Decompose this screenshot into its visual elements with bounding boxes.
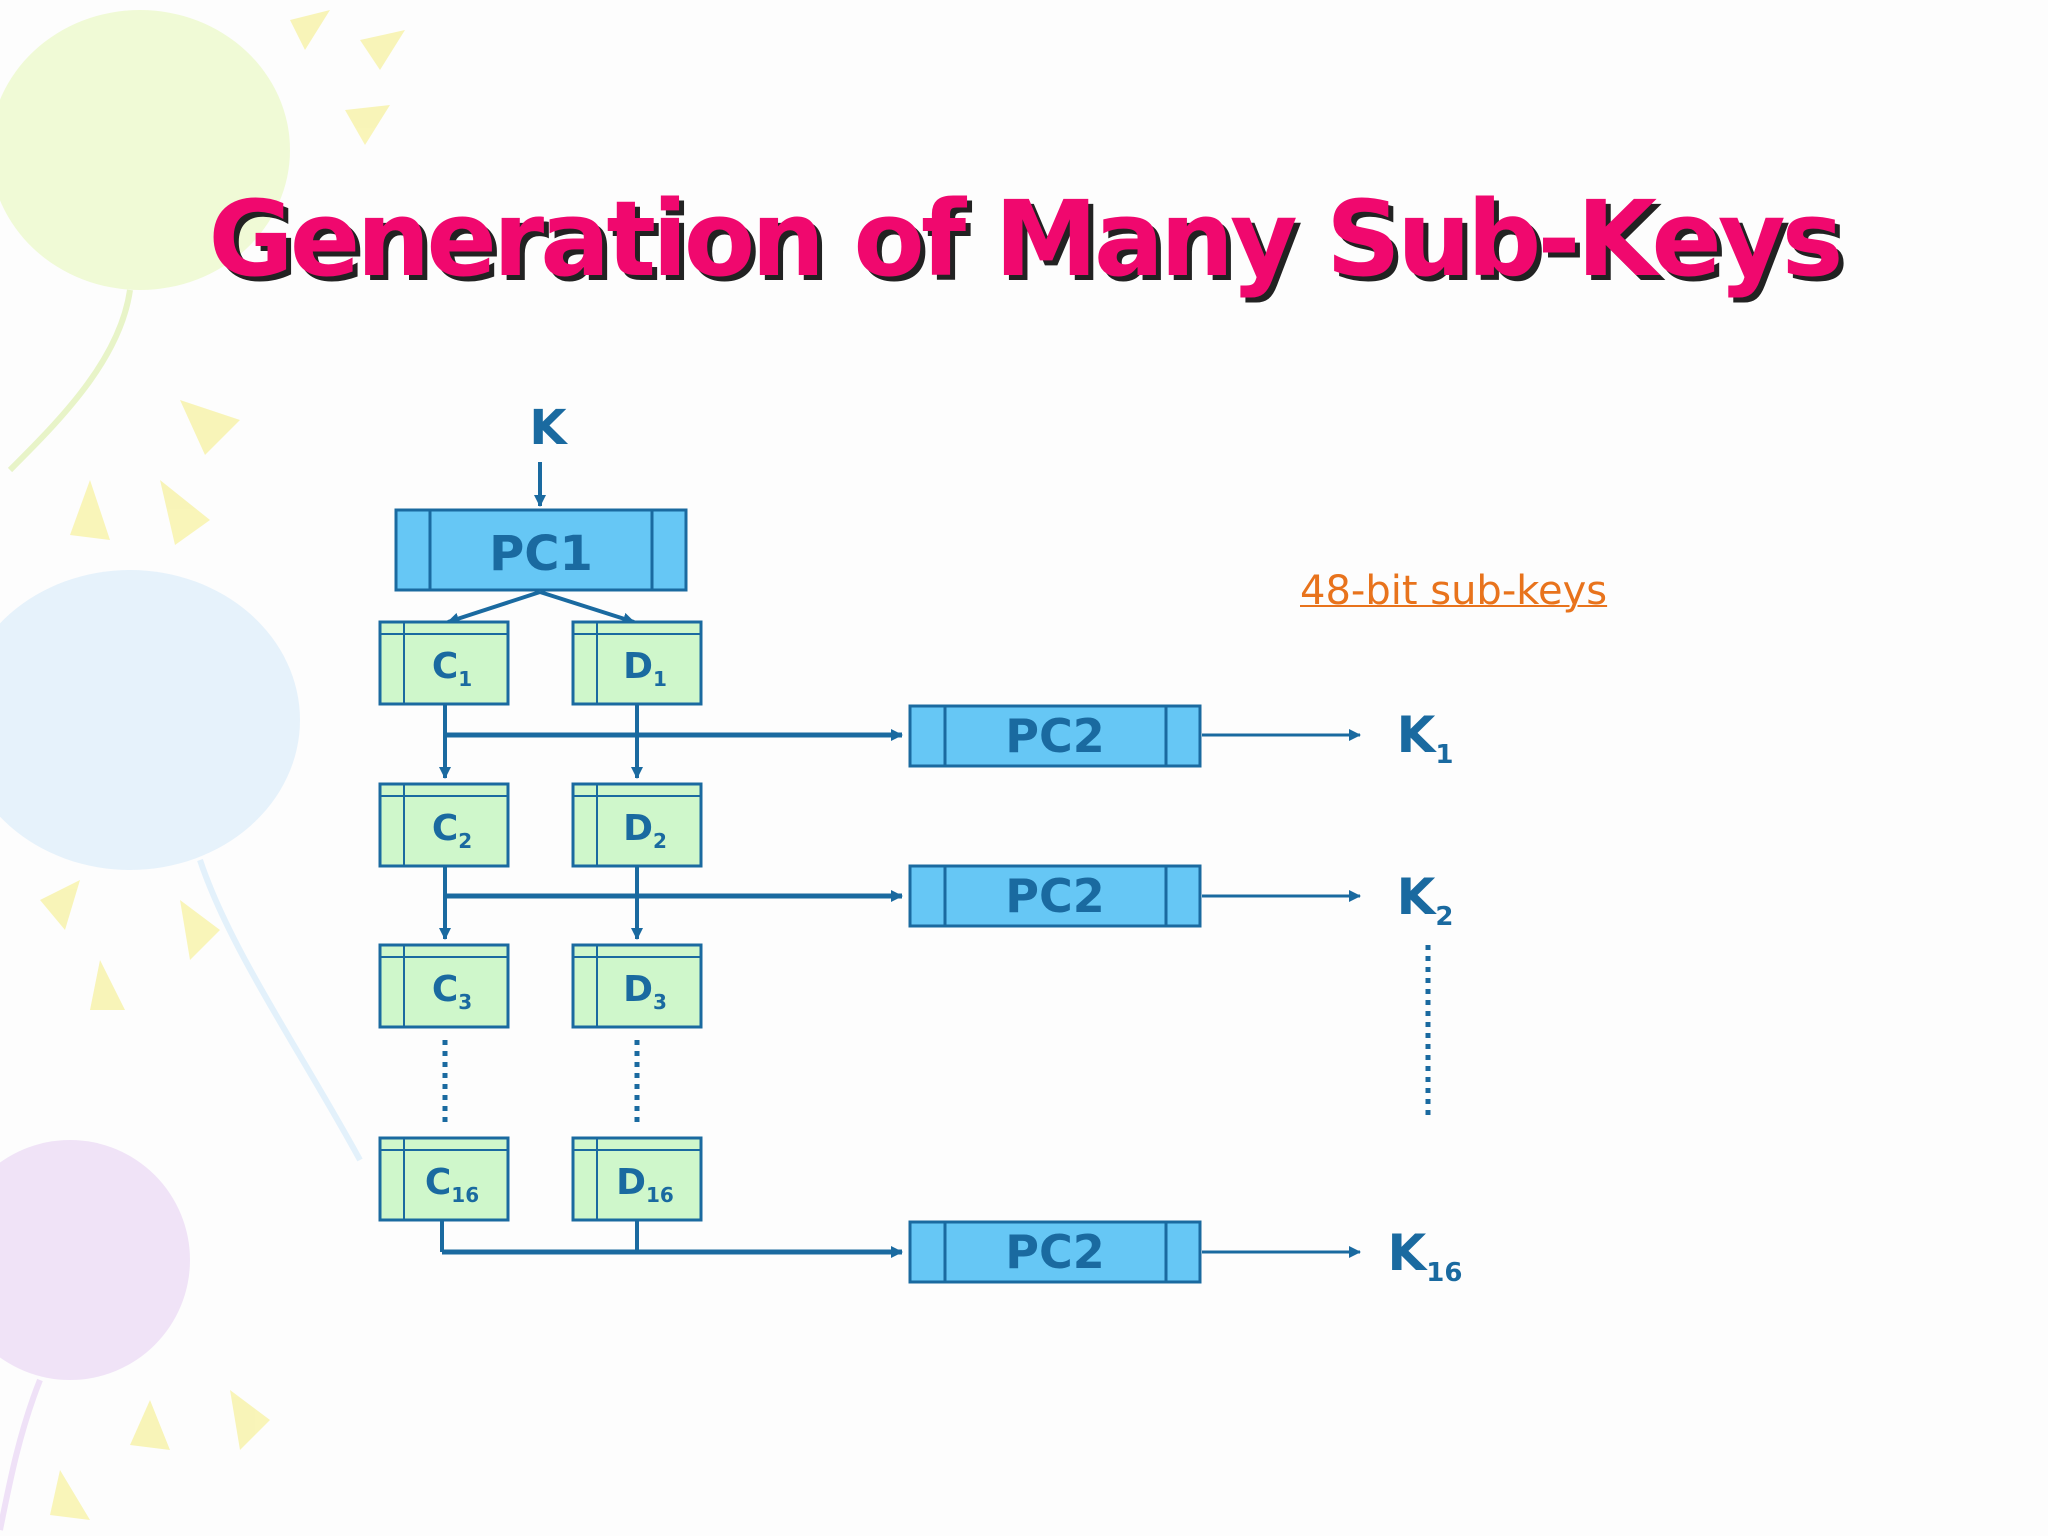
d-block-label-1: D1	[623, 646, 667, 691]
pc1-to-d1-arrow	[539, 590, 635, 625]
c-block-16: C16	[378, 1136, 510, 1222]
output-key-k16: K16	[1388, 1224, 1463, 1288]
c-block-1: C1	[378, 620, 510, 706]
balloon-purple	[0, 1140, 190, 1531]
c-block-2: C2	[378, 782, 510, 868]
c-block-label-16: C16	[425, 1162, 479, 1207]
c-block-label-1: C1	[432, 646, 472, 691]
c-block-label-2: C2	[432, 808, 472, 853]
d-block-1: D1	[571, 620, 703, 706]
output-arrows	[1202, 729, 1361, 1258]
d-block-label-2: D2	[623, 808, 667, 853]
pc1-box: PC1	[394, 508, 688, 592]
d-block-label-16: D16	[616, 1162, 674, 1207]
c-block-3: C3	[378, 943, 510, 1029]
pc1-label: PC1	[489, 526, 593, 582]
d-block-label-3: D3	[623, 969, 667, 1014]
c-block-label-3: C3	[432, 969, 472, 1014]
sun-rays	[40, 10, 405, 1520]
d-block-2: D2	[571, 782, 703, 868]
pc2-label: PC2	[1005, 1225, 1104, 1279]
pc2-box-1: PC2	[908, 704, 1202, 768]
subkeys-note: 48-bit sub-keys	[1300, 568, 1608, 614]
pc2-box-3: PC2	[908, 1220, 1202, 1284]
pc1-to-c1-arrow	[447, 590, 541, 625]
d-block-16: D16	[571, 1136, 703, 1222]
output-key-k1: K1	[1397, 706, 1454, 770]
output-key-k2: K2	[1397, 868, 1454, 932]
d-block-3: D3	[571, 943, 703, 1029]
pc2-label: PC2	[1005, 709, 1104, 763]
balloon-blue	[0, 570, 363, 1162]
flow-lines	[439, 704, 903, 1258]
slide-title: Generation of Many Sub-Keys	[208, 178, 1843, 300]
pc2-label: PC2	[1005, 869, 1104, 923]
input-key-label: K	[529, 400, 568, 456]
pc2-box-2: PC2	[908, 864, 1202, 928]
balloon-green	[0, 10, 290, 473]
